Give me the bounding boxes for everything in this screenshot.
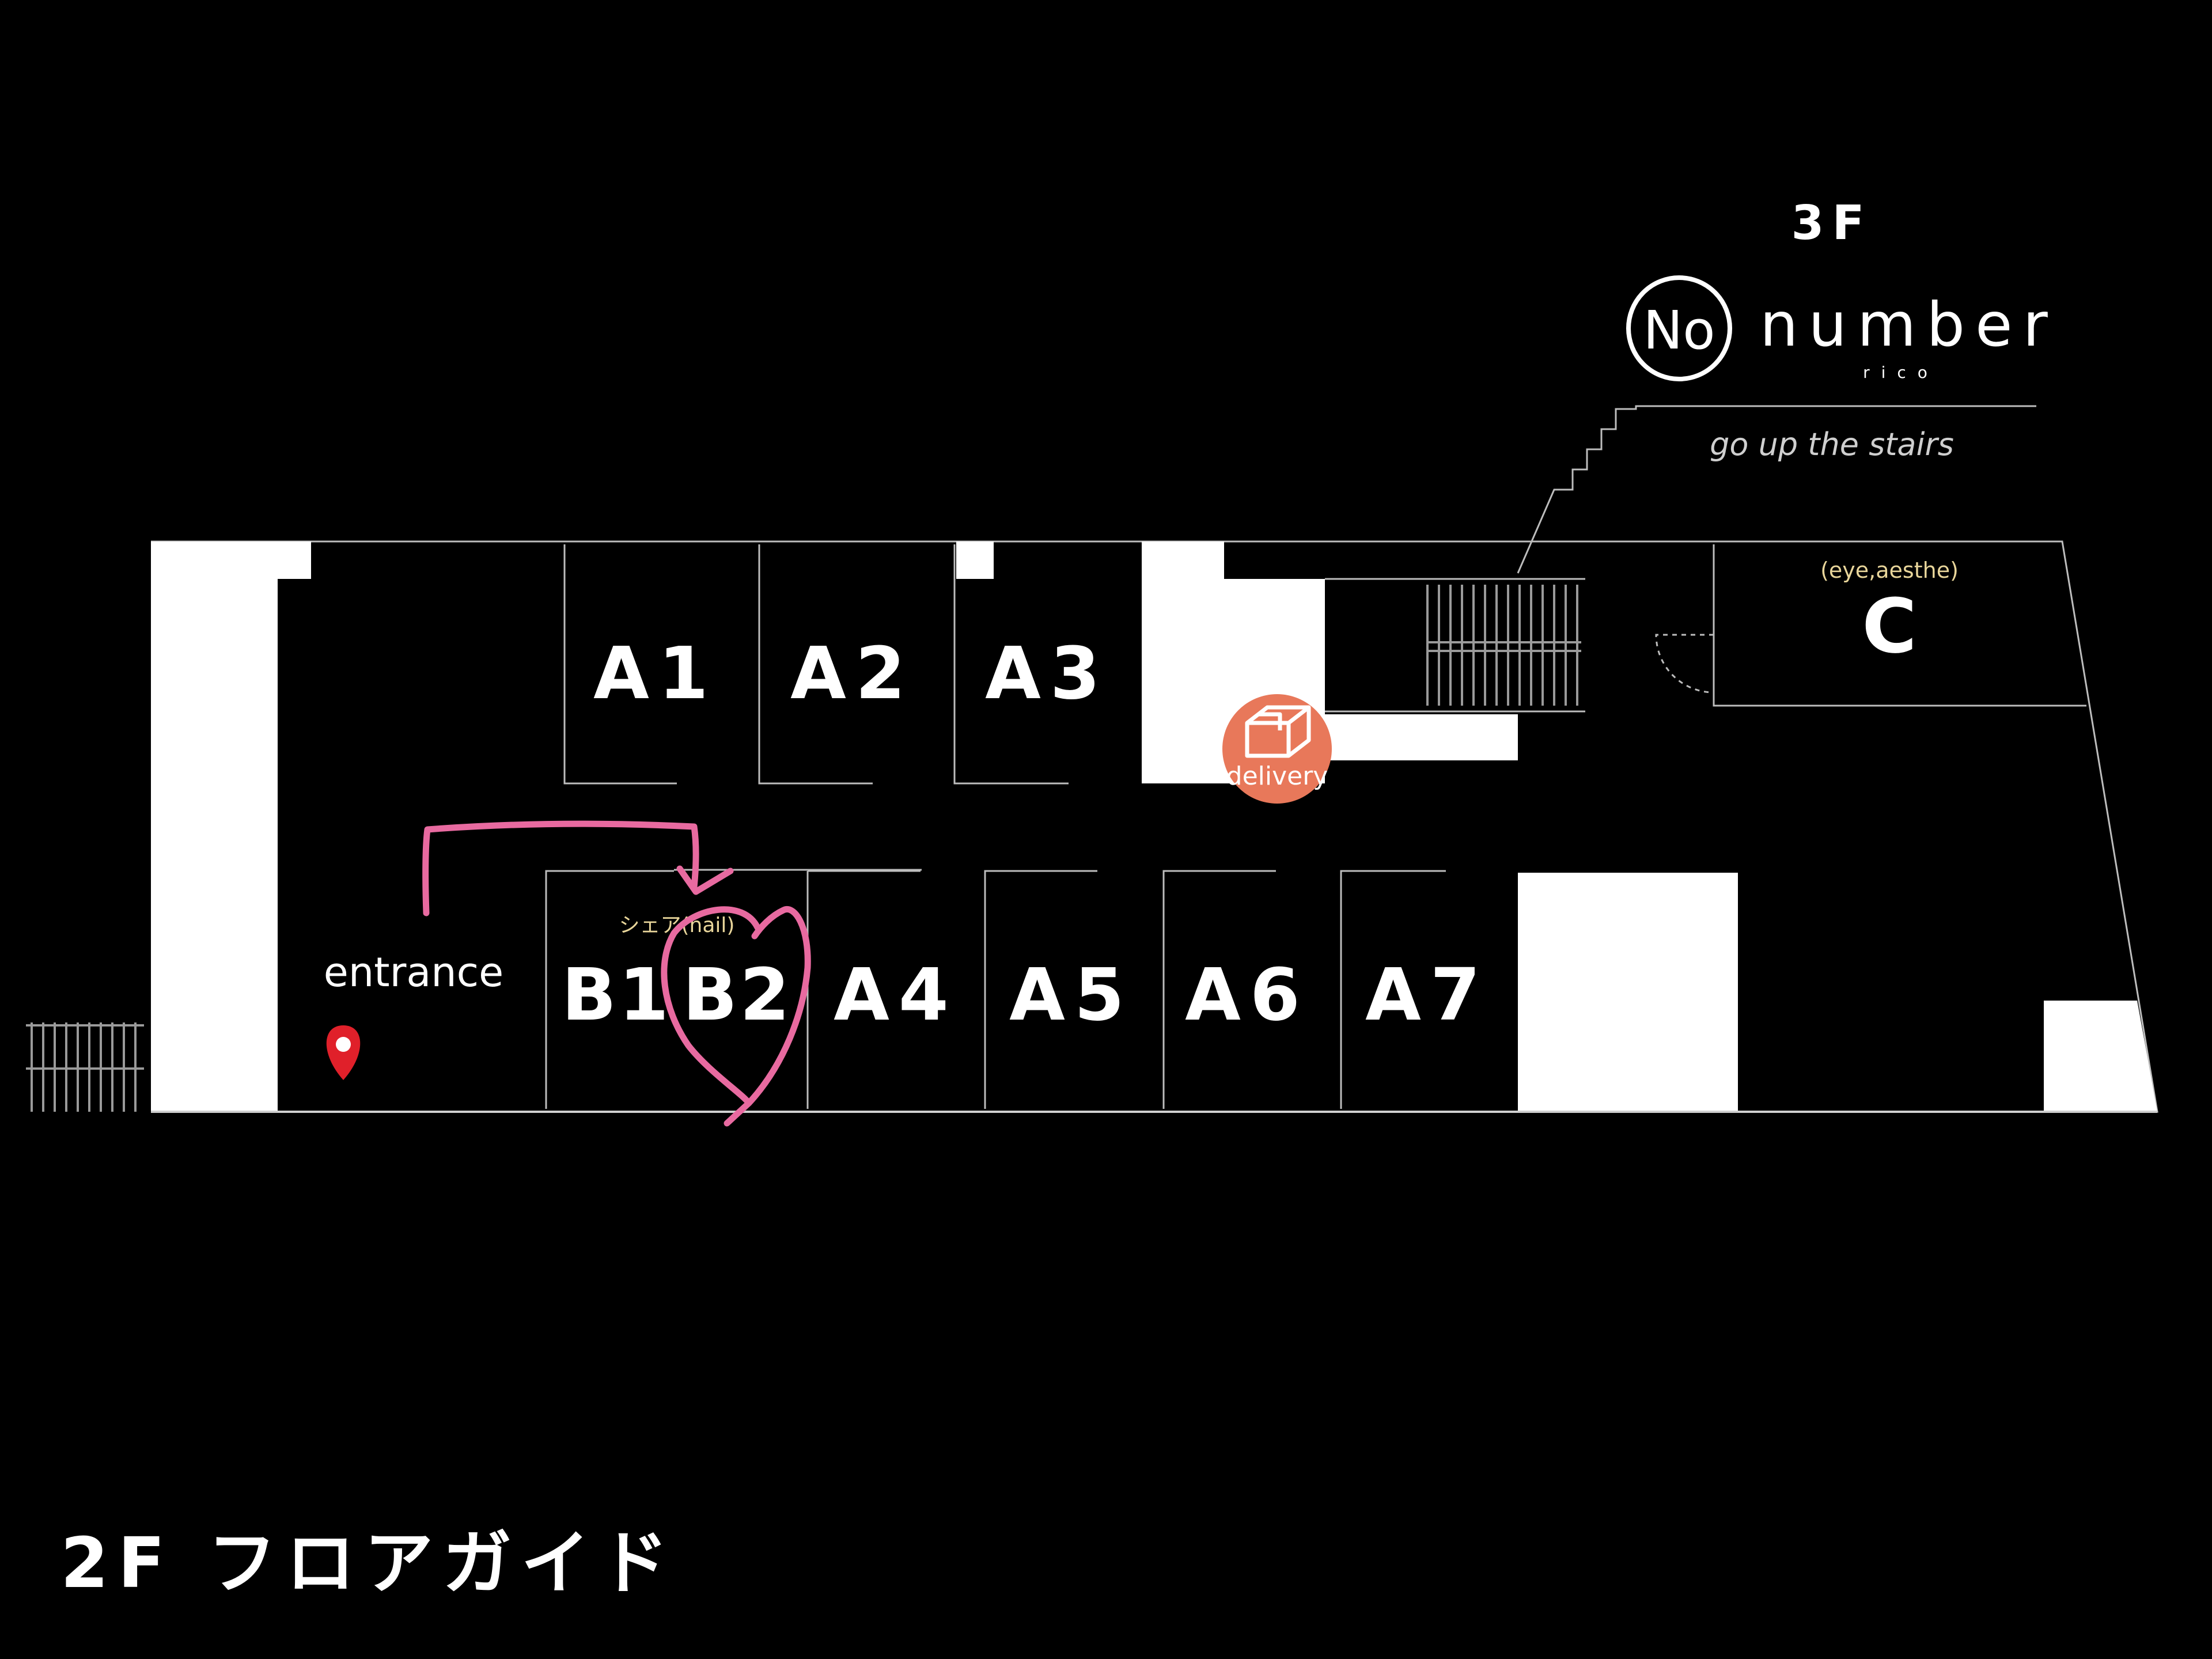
package-icon (1245, 705, 1311, 758)
brand-logo[interactable]: No number rico (1626, 275, 2058, 382)
room-label-b2[interactable]: B2 (683, 953, 792, 1037)
stairwell (1325, 578, 1585, 713)
route-arrow (422, 820, 734, 916)
room-label-a7[interactable]: A7 (1365, 953, 1490, 1037)
room-label-a4[interactable]: A4 (834, 953, 958, 1037)
upper-floor-label: 3F (1791, 196, 1872, 251)
room-c-walls (1713, 544, 2086, 707)
door-swing (1655, 634, 1714, 694)
lower-room-walls (545, 869, 1446, 1109)
room-label-b1[interactable]: B1 (562, 953, 671, 1037)
brand-logo-circle (1626, 275, 1732, 381)
stairs-to-upper-floor (1517, 405, 2036, 574)
heart-marker (661, 906, 811, 1127)
stairs-directions: go up the stairs (1710, 426, 1954, 463)
location-pin-icon (326, 1025, 361, 1080)
room-label-c[interactable]: C (1862, 582, 1916, 670)
delivery-label: delivery (1226, 762, 1328, 791)
room-label-a6[interactable]: A6 (1185, 953, 1309, 1037)
left-wall-notch (278, 541, 311, 579)
entrance-label: entrance (324, 949, 503, 996)
lower-right-block (1518, 873, 1738, 1112)
corner-block (2044, 1001, 2157, 1112)
room-c-note: (eye,aesthe) (1820, 558, 1959, 583)
room-label-a2[interactable]: A2 (790, 632, 915, 715)
room-label-a5[interactable]: A5 (1009, 953, 1134, 1037)
stairs-icon (1426, 585, 1581, 706)
room-label-a1[interactable]: A1 (593, 632, 718, 715)
left-wall (151, 541, 278, 1112)
floor-title: 2F フロアガイド (60, 1524, 677, 1604)
brand-name: number (1760, 290, 2058, 360)
brand-sub: rico (1863, 363, 1939, 382)
exterior-grille (26, 1022, 144, 1112)
room-label-a3[interactable]: A3 (985, 632, 1109, 715)
upper-room-walls (563, 544, 1069, 785)
delivery-badge[interactable]: delivery (1222, 694, 1332, 804)
brand-logo-symbol: No (1643, 300, 1715, 361)
a3-notch (956, 541, 994, 579)
